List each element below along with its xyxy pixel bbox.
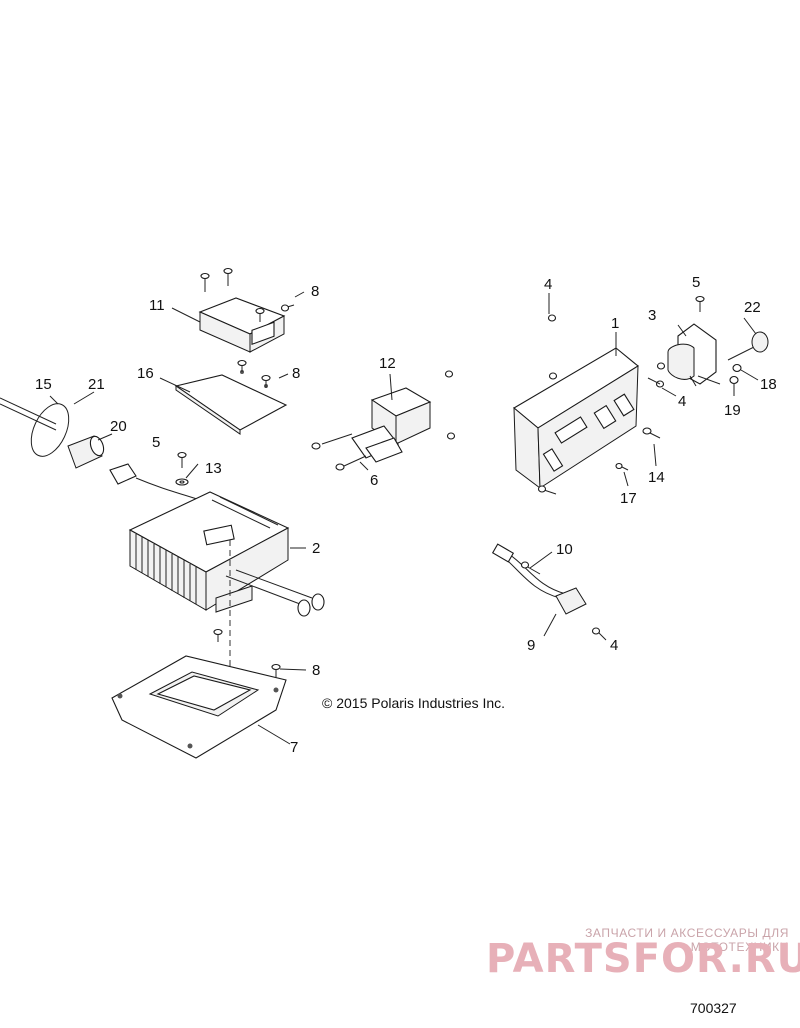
callout-8-top: 8 [311, 283, 319, 300]
part-15-wire [0, 397, 57, 431]
watermark-logo: PARTSFOR.RU [486, 936, 800, 982]
part-17-fitting [615, 462, 629, 471]
part-4-nuts-mid [647, 362, 666, 388]
part-4-nut-bottom [591, 627, 601, 635]
part-5-bolt-left [177, 451, 187, 468]
part-4-nut-top [547, 314, 557, 322]
part-18-nut [732, 363, 742, 373]
figure-number: 700327 [690, 1000, 737, 1016]
ecu-labels [542, 393, 635, 472]
bolt-8-bottom [271, 663, 281, 678]
callout-18: 18 [760, 376, 777, 393]
callout-8-bottom: 8 [312, 662, 320, 679]
callout-5-right: 5 [692, 274, 700, 291]
callouts: 11 8 16 8 15 21 20 5 13 2 8 7 12 6 4 1 5… [35, 274, 777, 756]
callout-16: 16 [137, 365, 154, 382]
ecu-nuts [537, 372, 558, 495]
part-5-bolt-right [695, 295, 705, 312]
leader-lines [49, 291, 759, 745]
part-1-ecu [513, 347, 639, 490]
callout-12: 12 [379, 355, 396, 372]
part-14-bolt [642, 427, 661, 439]
part-6-bolt [311, 433, 367, 471]
callout-14: 14 [648, 469, 665, 486]
callout-22: 22 [744, 299, 761, 316]
callout-11: 11 [149, 297, 165, 314]
callout-7: 7 [290, 739, 298, 756]
callout-5-left: 5 [152, 434, 160, 451]
watermark-tagline: ЗАПЧАСТИ И АКСЕССУАРЫ ДЛЯ МОТОТЕХНИКИ [585, 926, 789, 954]
heat-sink-fins [135, 496, 279, 604]
bolt-under-2 [213, 628, 223, 642]
part-2-controller [109, 463, 325, 617]
callout-4-top: 4 [544, 276, 552, 293]
callout-20: 20 [110, 418, 127, 435]
copyright-notice: © 2015 Polaris Industries Inc. [322, 695, 505, 711]
callout-2: 2 [312, 540, 320, 557]
part-11-module [198, 297, 286, 353]
part-19-nut [729, 375, 739, 385]
callout-19: 19 [724, 402, 741, 419]
part-21-tie-strap [30, 403, 70, 457]
nuts-12 [444, 370, 456, 440]
part-12-relay [351, 387, 432, 463]
bolts-11 [200, 267, 295, 322]
callout-21: 21 [88, 376, 105, 393]
callout-6: 6 [370, 472, 378, 489]
callout-13: 13 [205, 460, 222, 477]
part-16-bracket [174, 359, 288, 435]
callout-4-mid: 4 [678, 393, 686, 410]
part-9-harness [491, 543, 587, 615]
part-10-clip [520, 561, 541, 575]
callout-15: 15 [35, 376, 52, 393]
part-20-cap [67, 435, 105, 469]
callout-9: 9 [527, 637, 535, 654]
callout-1: 1 [611, 315, 619, 332]
callout-17: 17 [620, 490, 637, 507]
callout-3: 3 [648, 307, 656, 324]
callout-8-mid: 8 [292, 365, 300, 382]
callout-4-bottom: 4 [610, 637, 618, 654]
part-13-washer [175, 478, 189, 486]
part-3-relay [667, 323, 721, 387]
callout-10: 10 [556, 541, 573, 558]
part-22-sensor [727, 331, 769, 361]
part-7-plate [111, 655, 287, 759]
